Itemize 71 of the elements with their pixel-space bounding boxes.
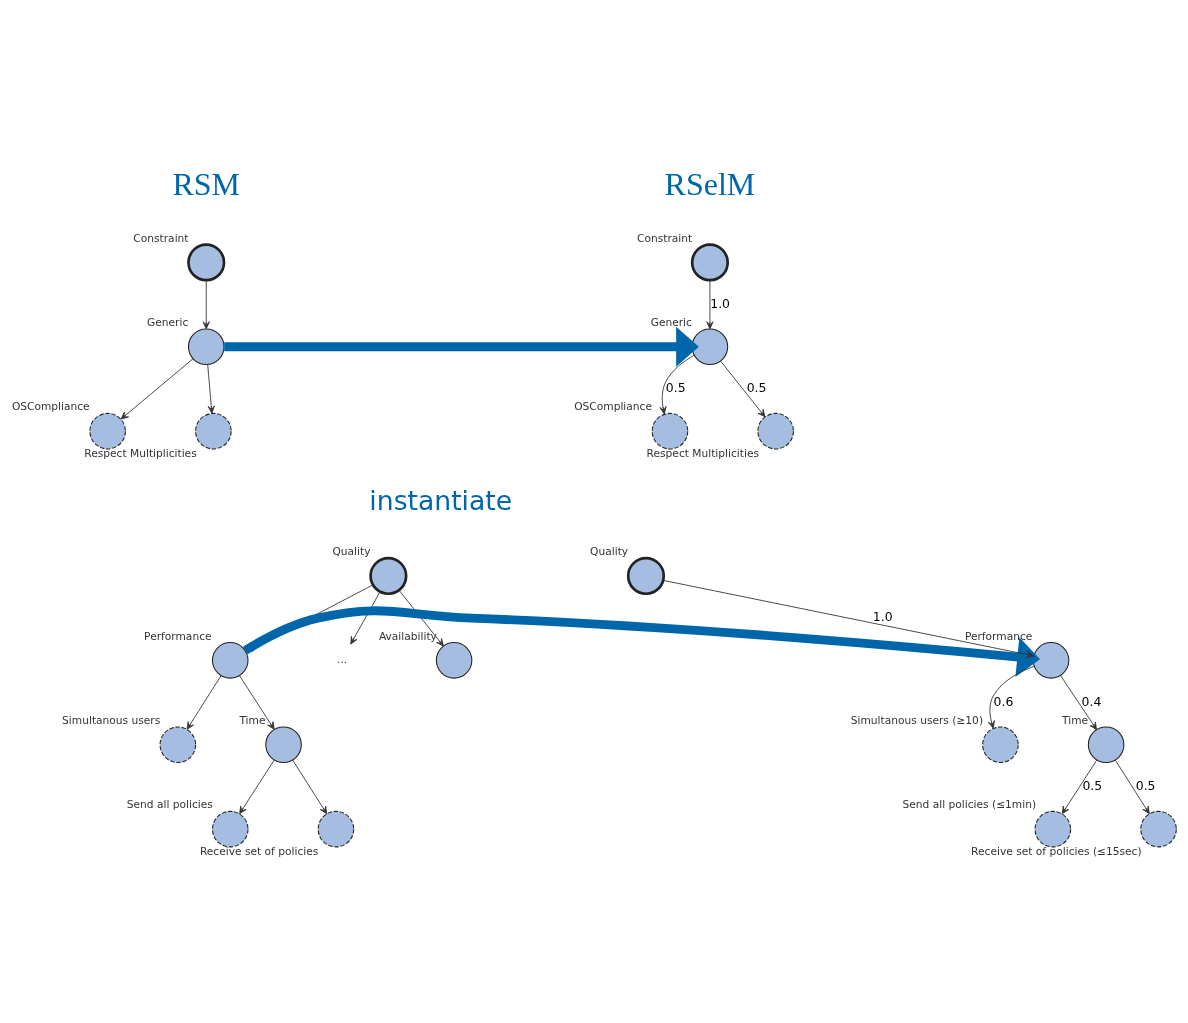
node-circle [211,810,249,847]
arrow [207,363,215,414]
arrow [987,665,1035,729]
label: RSelM [664,166,756,202]
node-circle [159,725,197,763]
node-label: Simultanous users (≥10) [850,713,984,727]
node-label: Quality [590,544,629,558]
arrow [239,759,275,814]
node-label: Generic [650,315,692,329]
edge-label: 0.5 [1082,777,1103,793]
node-label: Quality [332,544,371,558]
edge-label: 0.5 [746,379,767,395]
node-circle [691,327,729,365]
node-label: Constraint [637,231,693,245]
node-circle [265,725,302,763]
arrow [239,674,275,730]
edge-label: 0.6 [993,693,1014,709]
arrow [186,674,222,730]
arrow [720,360,766,417]
node-label: Receive set of policies (≤15sec) [971,844,1142,858]
node-circle [1032,641,1070,679]
node-circle [211,641,249,679]
label: RSM [172,166,241,202]
node-circle [690,242,730,281]
node-label: OSCompliance [574,399,652,413]
node-circle [195,412,232,449]
edge-label: 1.0 [710,295,731,311]
arrow [1114,759,1150,814]
node-circle [369,556,408,595]
edge-label: 0.4 [1081,693,1102,709]
edge-label: 0.5 [665,379,686,395]
node-circle [1140,810,1177,847]
node-circle [757,412,794,449]
node-circle [187,327,225,365]
node-circle [982,725,1019,763]
node-label: Receive set of policies [199,844,319,858]
node-label: Performance [964,629,1033,643]
arrow [292,759,328,814]
node-label: Simultanous users [62,713,161,727]
node-circle [187,242,226,281]
node-label: Send all policies (≤1min) [902,797,1037,811]
arrow [706,279,714,329]
label: instantiate [369,484,513,516]
node-text: ... [337,652,348,666]
node-label: Time [239,713,266,727]
node-label: Time [1062,713,1089,727]
node-circle [435,641,473,679]
node-label: Send all policies [126,797,213,811]
node-label: OSCompliance [11,399,90,413]
arrow [120,357,194,419]
node-label: Respect Multiplicities [646,446,760,460]
node-circle [651,412,689,449]
node-circle [1034,810,1072,847]
node-circle [626,556,666,595]
arrow [1061,759,1098,814]
arrow [224,326,699,367]
edge-label: 0.5 [1135,777,1156,793]
node-circle [1087,725,1125,763]
node-label: Generic [146,315,189,329]
arrow [202,279,210,329]
edge-label: 1.0 [872,608,893,624]
arrow [659,354,695,414]
arrow [662,579,1035,658]
node-circle [317,810,355,847]
node-label: Constraint [133,231,189,245]
node-circle [89,412,126,449]
node-label: Performance [144,629,212,643]
node-label: Availability [378,629,437,643]
node-label: Respect Multiplicities [84,446,197,460]
arrow [398,589,444,646]
arrow [1060,674,1098,730]
